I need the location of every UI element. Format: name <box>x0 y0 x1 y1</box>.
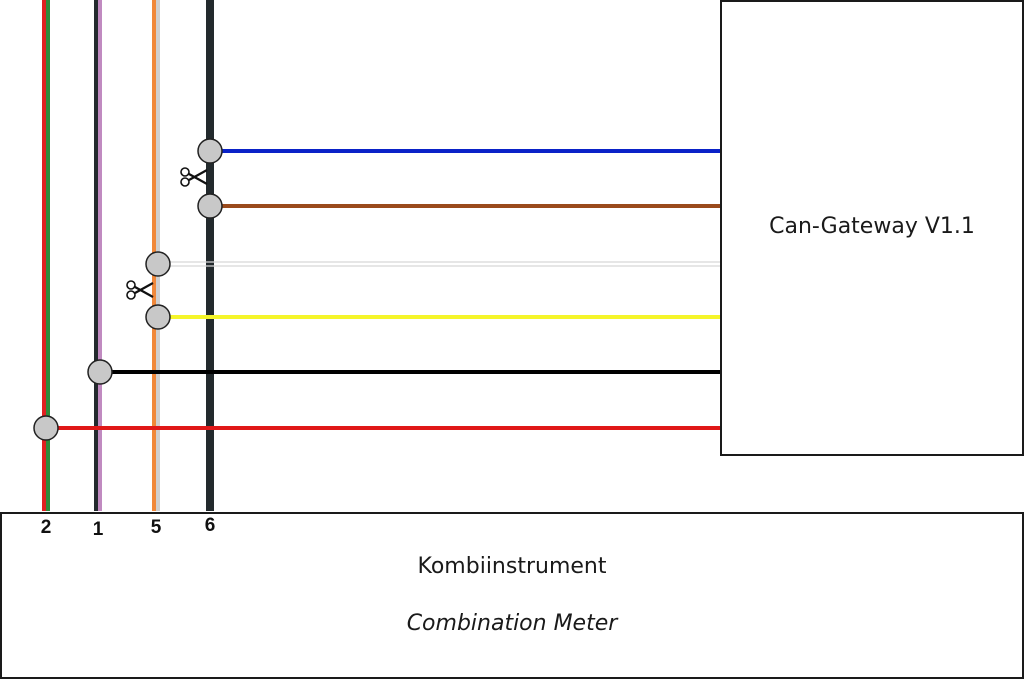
scissors-blade-a <box>134 286 154 298</box>
splice-node-5 <box>87 359 113 385</box>
pin-label-6: 6 <box>204 515 216 536</box>
splice-node-2 <box>197 193 223 219</box>
splice-node-3 <box>145 251 171 277</box>
scissors-handle-top <box>180 167 190 177</box>
meter-subtitle: Combination Meter <box>406 611 618 636</box>
splice-node-6 <box>33 415 59 441</box>
meter-title: Kombiinstrument <box>417 554 607 579</box>
scissors-blade-a <box>188 173 208 185</box>
scissors-icon <box>126 280 154 300</box>
pin-label-1: 1 <box>92 519 104 540</box>
splice-node-4 <box>145 304 171 330</box>
splice-node-1 <box>197 138 223 164</box>
scissors-handle-top <box>126 280 136 290</box>
scissors-icon <box>180 167 208 187</box>
can-gateway-label: Can-Gateway V1.1 <box>769 214 975 239</box>
scissors-blade-b <box>134 282 154 294</box>
scissors-handle-bottom <box>180 177 190 187</box>
scissors-blade-b <box>188 169 208 181</box>
combination-meter-box <box>0 512 1024 679</box>
scissors-handle-bottom <box>126 290 136 300</box>
can-gateway-box <box>720 0 1024 456</box>
pin-label-5: 5 <box>150 517 162 538</box>
pin-label-2: 2 <box>40 517 52 538</box>
